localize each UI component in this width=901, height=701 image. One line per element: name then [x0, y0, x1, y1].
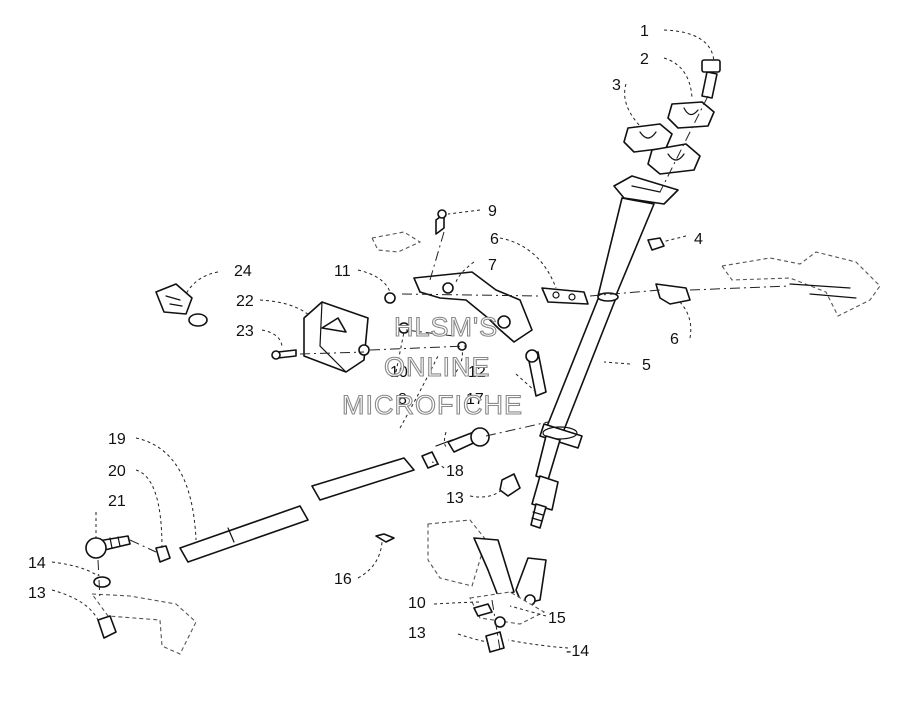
watermark-line-2: ONLINE — [384, 352, 491, 382]
callout-15: 15 — [548, 610, 566, 627]
callout-1: 1 — [640, 23, 649, 40]
assembly-centerlines — [97, 95, 791, 651]
callout-13a: 13 — [446, 490, 464, 507]
callout-24: 24 — [234, 263, 252, 280]
ghost-handlebar — [721, 251, 881, 317]
callout-7: 7 — [488, 257, 497, 274]
watermark: HLSM'S ONLINE MICROFICHE — [341, 311, 523, 420]
support-bracket — [413, 271, 533, 343]
spindle-arm — [90, 576, 197, 655]
watermark-line-3: MICROFICHE — [342, 390, 523, 420]
callout-3: 3 — [612, 77, 621, 94]
callout-5: 5 — [642, 357, 651, 374]
callout-23: 23 — [236, 323, 254, 340]
callout-4: 4 — [694, 231, 703, 248]
callout-2: 2 — [640, 51, 649, 68]
callout-20: 20 — [108, 463, 126, 480]
tie-rod-assembly — [85, 427, 490, 563]
lower-frame — [427, 519, 546, 653]
callout-10a: 10 — [390, 364, 408, 381]
callout-22: 22 — [236, 293, 254, 310]
bulb-holder-24 — [155, 283, 208, 327]
callout-6a: 6 — [490, 231, 499, 248]
callout-13c: 13 — [408, 625, 426, 642]
callout-21: 21 — [108, 493, 126, 510]
callout-13b: 13 — [28, 585, 46, 602]
callout-14a: 14 — [28, 555, 46, 572]
fasteners — [271, 209, 547, 543]
callout-17: 17 — [466, 391, 484, 408]
callout-labels: 1 2 3 4 5 6 6 7 8 9 10 10 11 12 13 13 13… — [28, 23, 703, 660]
steering-post — [515, 175, 679, 606]
callout-18: 18 — [446, 463, 464, 480]
leader-lines — [51, 29, 715, 649]
nut-4 — [647, 237, 665, 251]
callout-8: 8 — [398, 391, 407, 408]
callout-11: 11 — [334, 263, 351, 280]
callout-9: 9 — [488, 203, 497, 220]
callout-6b: 6 — [670, 331, 679, 348]
callout-16: 16 — [334, 571, 352, 588]
callout-10b: 10 — [408, 595, 426, 612]
handlebar-clamp-assembly — [623, 59, 721, 175]
callout-19: 19 — [108, 431, 126, 448]
ghost-upper-bracket — [371, 231, 422, 253]
bushings — [541, 283, 691, 305]
control-module — [303, 301, 370, 373]
watermark-line-1: HLSM'S — [394, 312, 498, 342]
callout-14b: -14 — [566, 643, 589, 660]
callout-12: 12 — [468, 364, 486, 381]
